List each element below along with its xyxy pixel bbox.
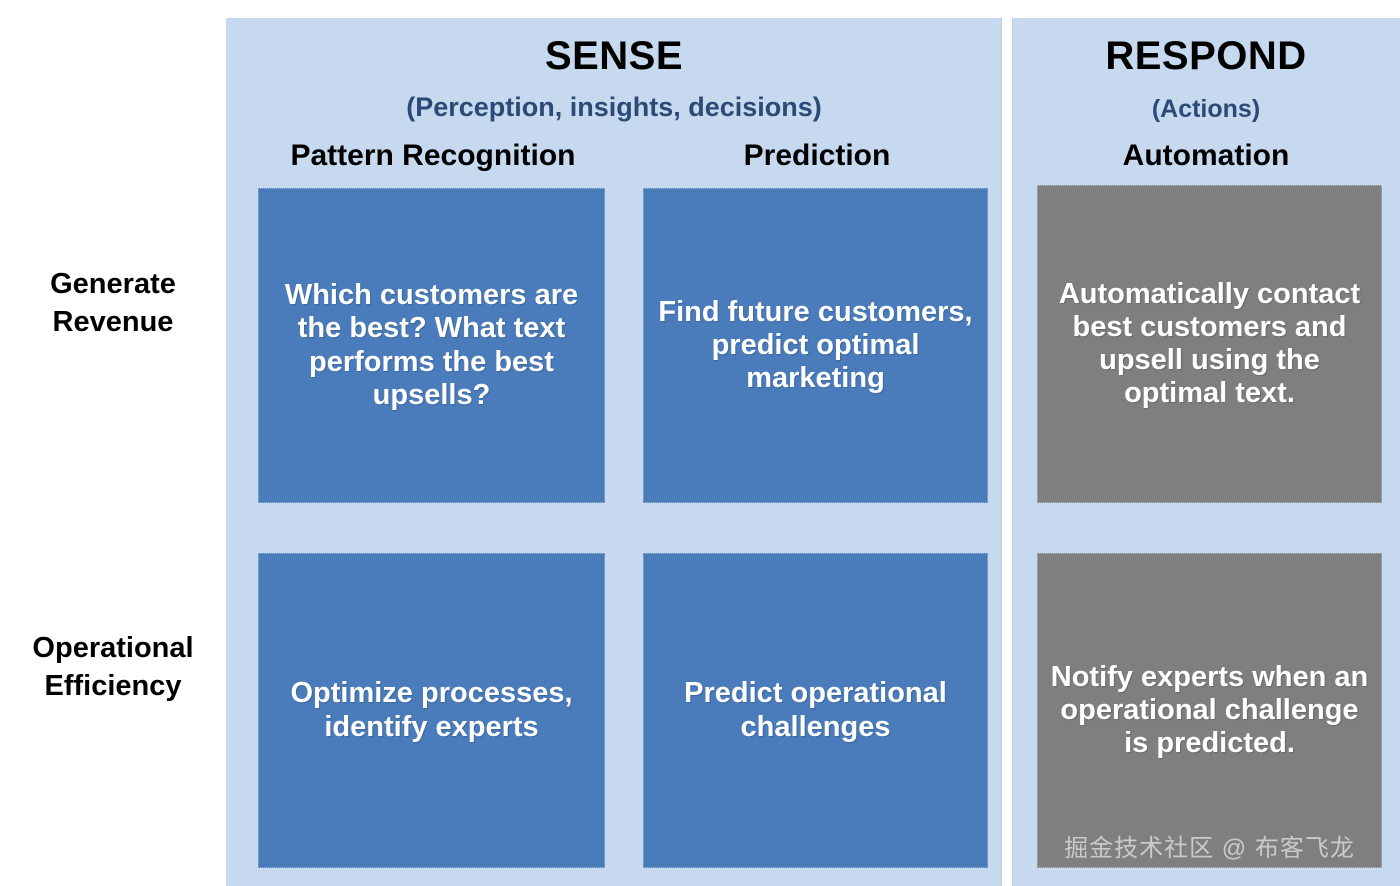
column-header-automation: Automation: [1122, 139, 1290, 172]
matrix-cell-text: Notify experts when an operational chall…: [1050, 660, 1369, 760]
matrix-cell-text: Find future customers, predict optimal m…: [658, 295, 973, 395]
respond-group-title: RESPOND: [1105, 34, 1307, 78]
matrix-cell-operational-efficiency-pattern-recognition[interactable]: Optimize processes, identify experts: [258, 553, 605, 868]
matrix-cell-text: Automatically contact best customers and…: [1058, 277, 1361, 410]
matrix-cell-generate-revenue-prediction[interactable]: Find future customers, predict optimal m…: [643, 188, 988, 503]
matrix-cell-text: Which customers are the best? What text …: [284, 279, 579, 411]
matrix-cell-text: Optimize processes, identify experts: [290, 677, 573, 743]
sense-group-subtitle: (Perception, insights, decisions): [406, 92, 822, 122]
matrix-cell-generate-revenue-pattern-recognition[interactable]: Which customers are the best? What text …: [258, 188, 605, 503]
column-header-pattern-recognition: Pattern Recognition: [290, 139, 576, 172]
matrix-cell-generate-revenue-automation[interactable]: Automatically contact best customers and…: [1037, 185, 1382, 503]
respond-group-subtitle: (Actions): [1151, 95, 1261, 123]
matrix-cell-operational-efficiency-prediction[interactable]: Predict operational challenges: [643, 553, 988, 868]
matrix-cell-operational-efficiency-automation[interactable]: Notify experts when an operational chall…: [1037, 553, 1382, 868]
column-header-prediction: Prediction: [743, 139, 891, 172]
sense-group-title: SENSE: [544, 34, 684, 78]
matrix-cell-text: Predict operational challenges: [684, 677, 947, 743]
